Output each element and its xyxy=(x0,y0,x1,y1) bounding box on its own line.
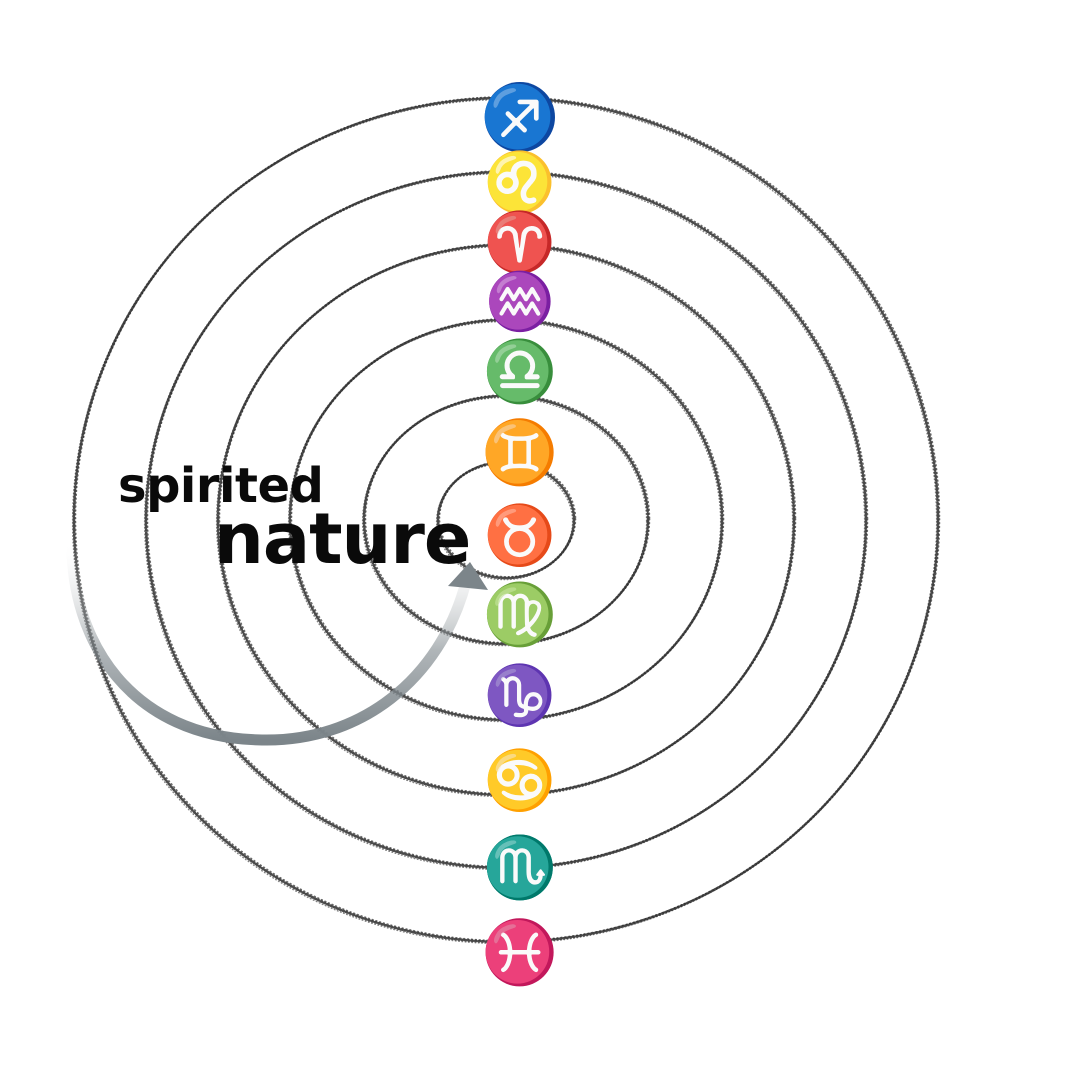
zodiac-aries-icon: ♈ xyxy=(484,208,556,276)
zodiac-cancer-icon: ♋ xyxy=(484,746,556,814)
curved-arrow-head xyxy=(448,562,488,590)
spiral-ring-6-grain xyxy=(435,462,574,581)
zodiac-aquarius-icon: ♒ xyxy=(485,270,555,335)
zodiac-column: ♐♌♈♒♎ ♊ ♉ ♍ ♑ ♋ ♏ ♓ xyxy=(480,81,560,989)
spiral-ring-5 xyxy=(362,394,650,646)
headline-line-spirited: spirited xyxy=(118,458,324,514)
spiral-ring-4-grain xyxy=(290,317,725,720)
spiral-ring-2-grain xyxy=(146,169,869,868)
spiral-ring-6-grain xyxy=(438,459,577,578)
spiral-ring-3-grain xyxy=(218,242,797,795)
curved-arrow-shaft xyxy=(66,534,472,746)
spiral-ring-5-grain xyxy=(361,396,648,647)
spiral-ring-4-grain xyxy=(287,320,722,723)
spiral-ring-6 xyxy=(436,460,576,580)
spiral-ring-3-grain xyxy=(215,245,794,798)
spiral-ring-1-grain xyxy=(71,98,938,945)
zodiac-capricorn-icon: ♑ xyxy=(484,661,556,729)
zodiac-pisces-icon: ♓ xyxy=(481,916,558,989)
headline-line-nature: nature xyxy=(214,498,471,580)
zodiac-libra-icon: ♎ xyxy=(483,337,558,407)
spiral-ring-5-grain xyxy=(364,393,651,644)
zodiac-scorpio-icon: ♏ xyxy=(483,833,558,903)
spiral-ring-3 xyxy=(216,243,796,797)
spiral-ring-2-grain xyxy=(143,172,866,871)
curved-arrow xyxy=(66,534,488,746)
spiral-ring-1-grain xyxy=(74,95,941,942)
spiral-ring-2 xyxy=(144,170,868,870)
spiral-ring-4 xyxy=(288,318,724,722)
zodiac-leo-icon: ♌ xyxy=(484,148,556,216)
zodiac-taurus-icon: ♉ xyxy=(484,501,556,569)
zodiac-sagittarius-icon: ♐ xyxy=(480,81,560,155)
zodiac-virgo-icon: ♍ xyxy=(483,580,558,650)
zodiac-gemini-icon: ♊ xyxy=(481,416,558,489)
dotted-spiral xyxy=(71,95,941,945)
spiral-ring-1 xyxy=(72,96,940,944)
